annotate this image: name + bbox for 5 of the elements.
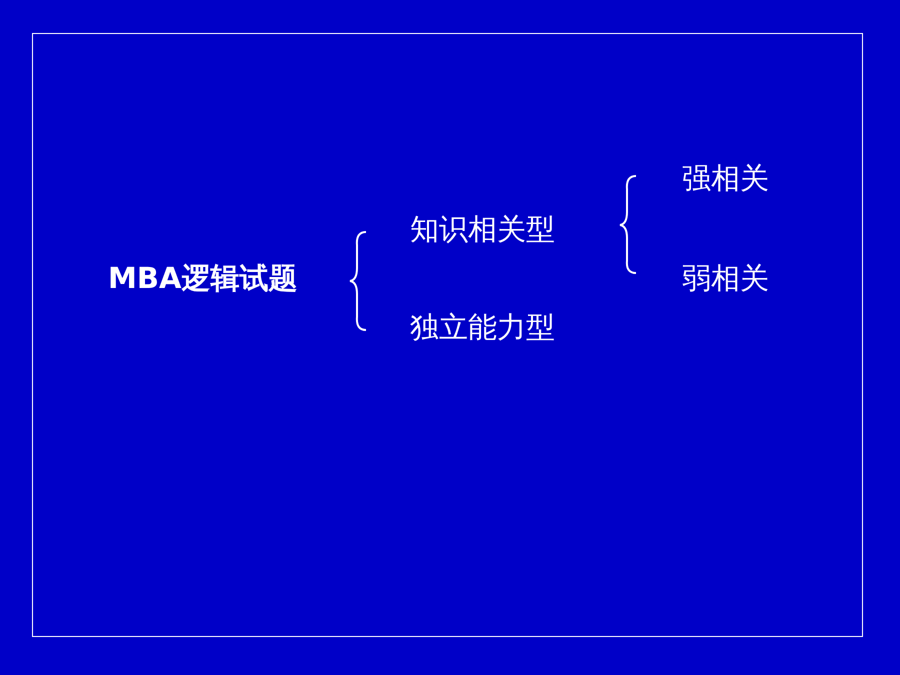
topic-label: MBA逻辑试题 <box>108 260 298 296</box>
topic-label: 知识相关型 <box>410 211 555 247</box>
topic-label: 独立能力型 <box>410 309 555 345</box>
topic-label: 强相关 <box>682 160 769 196</box>
topic-label: 弱相关 <box>682 260 769 296</box>
